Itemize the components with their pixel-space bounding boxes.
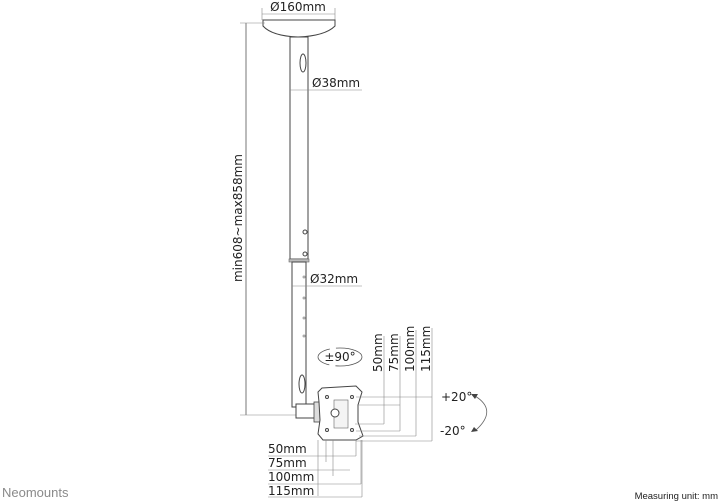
rotation-label: ±90°: [324, 350, 355, 364]
vesa-v-100: 100mm: [403, 326, 417, 372]
vesa-h-100: 100mm: [268, 470, 314, 484]
tilt-up-label: +20°: [441, 390, 472, 404]
vesa-h-75: 75mm: [268, 456, 307, 470]
measuring-unit-note: Measuring unit: mm: [635, 491, 719, 502]
vesa-vertical-dimensions: [355, 328, 433, 442]
tilt-down-label: -20°: [440, 424, 466, 438]
vesa-horizontal-dimensions: [268, 440, 363, 498]
lower-tube-label: Ø32mm: [310, 272, 358, 286]
ceiling-plate-label: Ø160mm: [270, 0, 326, 14]
vesa-v-75: 75mm: [387, 333, 401, 372]
rotation-arrow-icon: [317, 347, 363, 367]
upper-tube-label: Ø38mm: [312, 76, 360, 90]
vesa-v-115: 115mm: [419, 326, 433, 372]
lower-tube: [291, 261, 362, 408]
brand-logo: Neomounts: [2, 485, 69, 500]
upper-tube: [288, 36, 362, 263]
vesa-h-115: 115mm: [268, 484, 314, 498]
vesa-v-50: 50mm: [371, 333, 385, 372]
vesa-h-50: 50mm: [268, 442, 307, 456]
tilt-arrow-icon: [471, 394, 488, 432]
height-label: min608~max858mm: [231, 154, 245, 282]
vesa-plate-assembly: [295, 385, 364, 441]
height-dimension: [240, 22, 296, 416]
